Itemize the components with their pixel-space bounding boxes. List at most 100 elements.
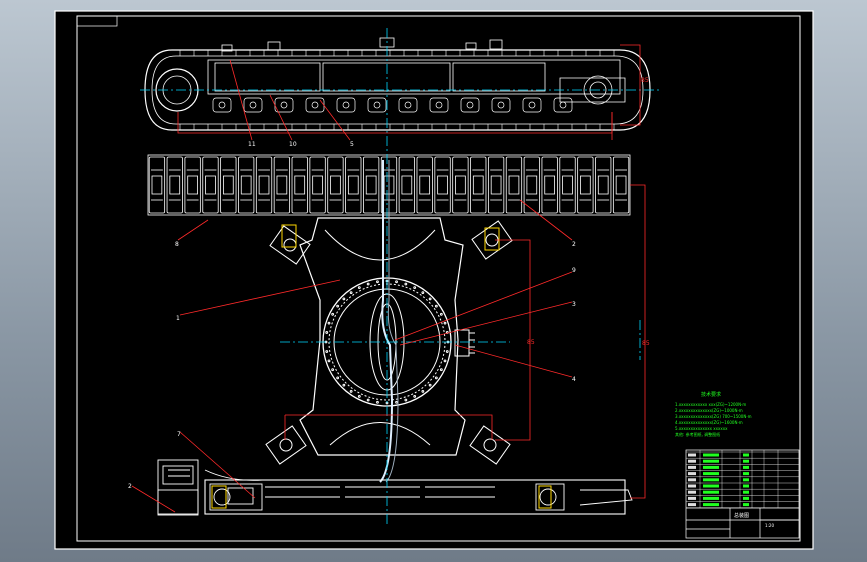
- track-shoe: [577, 156, 594, 214]
- slewing-ring-bolt: [439, 368, 443, 372]
- bom-qty: [743, 459, 749, 463]
- leader-lines: [131, 44, 646, 513]
- note-line: 5.xxxxxxxxxxxxxx xxxxxx: [675, 426, 728, 431]
- slewing-ring-bolt: [443, 359, 447, 363]
- track-roller: [460, 97, 480, 113]
- bom-entry: [703, 484, 719, 488]
- track-shoe: [434, 156, 451, 214]
- part-number-10: 10: [289, 141, 297, 148]
- slewing-ring-bolt: [357, 394, 361, 398]
- model-space-background: [55, 11, 813, 549]
- slewing-ring-bolt: [366, 398, 370, 402]
- slewing-ring-bolt: [404, 282, 408, 286]
- part-number-8: 8: [175, 241, 179, 248]
- track-shoe-pad: [151, 175, 163, 195]
- track-roller: [367, 97, 387, 113]
- slewing-ring-bolt: [325, 331, 329, 334]
- center-hose-inner: [385, 160, 399, 483]
- slewing-ring-bolt: [395, 280, 398, 284]
- track-shoe-pad: [597, 175, 609, 195]
- track-shoe-pad: [276, 175, 288, 195]
- note-line: 4.xxxxxxxxxxxxxx(ZG)~1600N·m: [675, 420, 743, 425]
- track-shoe-pad: [472, 175, 484, 195]
- track-shoe-pad: [526, 175, 538, 195]
- bom-index: [688, 472, 696, 476]
- bom-index: [688, 484, 696, 488]
- track-roller-hub: [559, 101, 567, 109]
- note-line: 3.xxxxxxxxxxxxxx(ZG) 700~1500N·m: [675, 414, 752, 419]
- track-shoe: [309, 156, 326, 214]
- notes-title: 技术要求: [701, 391, 721, 398]
- track-shoe: [345, 156, 362, 214]
- track-shoe: [452, 156, 469, 214]
- track-shoe-pad: [187, 175, 198, 195]
- track-shoe: [398, 156, 415, 214]
- track-chain-links: [179, 50, 615, 130]
- bom-index: [688, 503, 696, 507]
- bom-entry: [703, 496, 719, 500]
- slewing-ring-bolt: [327, 359, 331, 363]
- part-number-9: 9: [572, 267, 576, 274]
- part-number-5: 5: [350, 141, 354, 148]
- bom-qty: [743, 478, 749, 482]
- track-shoe: [595, 156, 612, 214]
- track-shoe-pad: [490, 175, 502, 195]
- bom-qty: [743, 496, 749, 500]
- slewing-ring-bolt: [342, 383, 346, 387]
- slewing-ring-bolt: [336, 304, 340, 308]
- track-shoe-pad: [562, 175, 573, 195]
- track-shoe: [363, 156, 380, 214]
- track-shoe-pad: [205, 175, 216, 195]
- bom-entry: [703, 478, 719, 482]
- track-roller: [243, 97, 263, 113]
- note-line: 其他: 参考图纸, 调整图纸: [675, 431, 720, 437]
- track-shoe-pad: [223, 175, 234, 195]
- bom-qty: [743, 453, 749, 457]
- track-roller-hub: [218, 101, 226, 109]
- title-block-scale: 1:20: [765, 523, 774, 528]
- bom-qty: [743, 465, 749, 469]
- technical-requirements: 技术要求 1.xxxxxxxxxxxx xxx(ZG)~1200N·m 2.xx…: [675, 391, 752, 437]
- track-shoe: [148, 156, 166, 214]
- part-number-11: 11: [248, 141, 256, 148]
- track-roller: [212, 97, 232, 113]
- track-roller: [429, 97, 449, 113]
- bill-of-materials: [686, 450, 799, 508]
- bom-index: [688, 459, 696, 463]
- bom-entry: [703, 465, 719, 469]
- note-line: 1.xxxxxxxxxxxx xxx(ZG)~1200N·m: [675, 402, 746, 407]
- track-shoe-pad: [240, 175, 252, 195]
- centerlines: [140, 28, 660, 525]
- track-roller: [336, 97, 356, 113]
- track-roller-hub: [497, 101, 505, 109]
- track-shoe-pad: [365, 175, 377, 195]
- track-shoe: [416, 156, 433, 214]
- track-roller-hub: [435, 101, 443, 109]
- slewing-ring-bolt: [331, 368, 335, 372]
- track-shoe: [255, 156, 273, 214]
- bom-qty: [743, 472, 749, 476]
- slewing-ring-bolt: [445, 350, 449, 353]
- slewing-ring-bolt: [342, 297, 346, 301]
- slewing-ring-bolt: [325, 350, 329, 353]
- bom-index: [688, 496, 696, 500]
- track-shoe-pad: [169, 175, 181, 195]
- track-shoe-pad: [615, 175, 627, 195]
- track-roller-hub: [373, 101, 381, 109]
- track-rollers: [212, 97, 573, 113]
- track-shoe-pad: [437, 175, 448, 195]
- track-roller-hub: [342, 101, 350, 109]
- track-shoe: [505, 156, 523, 214]
- track-roller-hub: [404, 101, 412, 109]
- dimension-right-vertical: 85: [642, 340, 650, 347]
- track-shoe-pad: [312, 175, 323, 195]
- bom-qty: [743, 484, 749, 488]
- track-roller-hub: [249, 101, 257, 109]
- bom-entry: [703, 490, 719, 494]
- track-shoe: [541, 156, 558, 214]
- slewing-ring-bolt: [421, 389, 425, 393]
- outer-frame: [54, 10, 814, 550]
- track-shoe: [523, 156, 540, 214]
- track-shoe: [291, 156, 308, 214]
